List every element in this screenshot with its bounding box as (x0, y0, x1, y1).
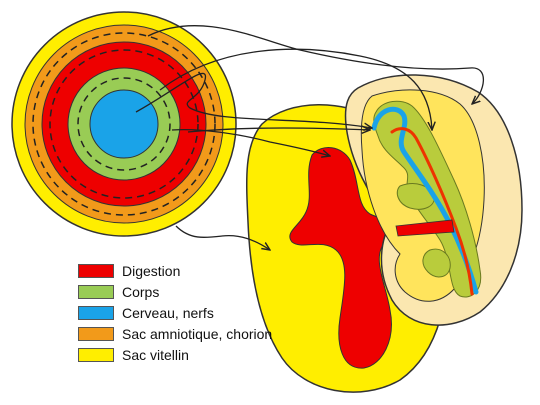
arrow-body-to-embryo (159, 48, 432, 130)
legend-label-cerveau: Cerveau, nerfs (122, 305, 214, 321)
layer-divider-dashed (49, 49, 199, 199)
legend-swatch-cerveau (78, 306, 114, 320)
germ-layer-disc (11, 11, 237, 237)
arrow-digestion-to-embryo-gut (187, 128, 370, 132)
legend-item-sac-vitellin: Sac vitellin (78, 346, 308, 367)
legend-label-sac-vitellin: Sac vitellin (122, 347, 189, 363)
neural-tube (371, 106, 479, 295)
arrow-amnion-to-membrane (147, 25, 484, 104)
legend-swatch-corps (78, 285, 114, 299)
layer-divider-dashed (77, 77, 171, 171)
legend-swatch-sac-amniotique (78, 327, 114, 341)
embryo-limb-bud (396, 183, 435, 210)
yolk-stalk (395, 219, 455, 237)
gut-shape (289, 147, 449, 369)
legend-swatch-sac-vitellin (78, 348, 114, 362)
legend-item-digestion: Digestion (78, 262, 308, 283)
legend-label-sac-amniotique: Sac amniotique, chorion (122, 326, 273, 342)
legend-item-corps: Corps (78, 283, 308, 304)
arrow-digestion-to-gut (171, 128, 330, 156)
legend-label-digestion: Digestion (122, 263, 181, 279)
mapping-arrows (135, 25, 484, 250)
arrow-brain-to-neural-tube (135, 72, 372, 128)
legend-item-sac-amniotique: Sac amniotique, chorion (78, 325, 308, 346)
layer-divider-dashed (32, 32, 216, 216)
legend: Digestion Corps Cerveau, nerfs Sac amnio… (78, 262, 308, 367)
legend-label-corps: Corps (122, 284, 160, 300)
gut-tube (390, 127, 474, 296)
embryo (344, 74, 523, 326)
legend-item-cerveau: Cerveau, nerfs (78, 304, 308, 325)
legend-swatch-digestion (78, 264, 114, 278)
arrow-yolk-to-yolk-sac (175, 225, 270, 250)
embryo-tail-bud (422, 248, 451, 278)
brain-nerves-core (89, 89, 159, 159)
